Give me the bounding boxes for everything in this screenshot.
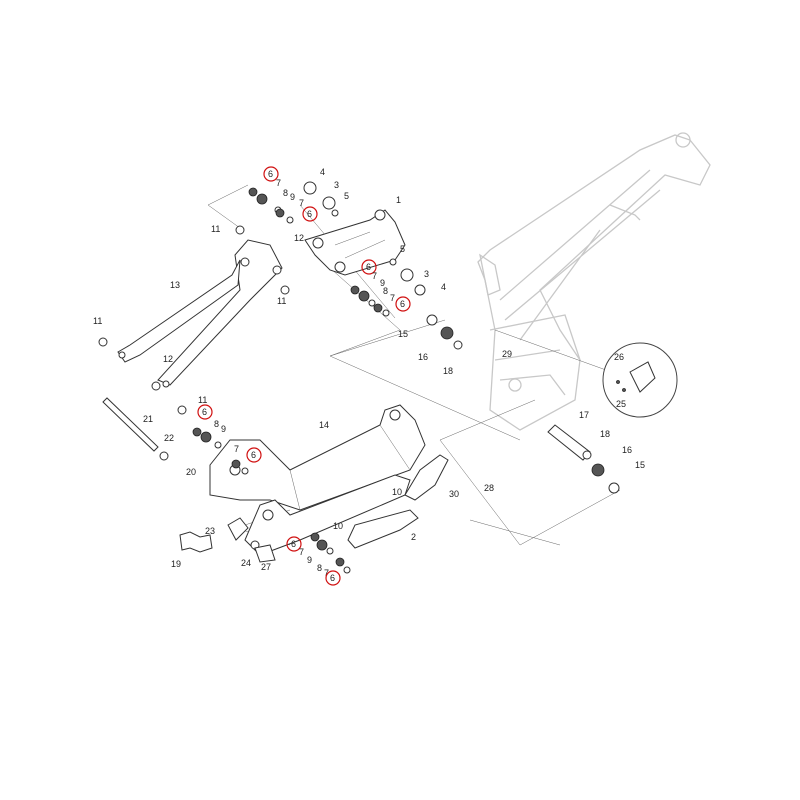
callout-label: 2 [411, 532, 416, 542]
callout-label: 13 [170, 280, 180, 290]
callout-label: 6 [307, 209, 312, 219]
callout-label: 9 [307, 555, 312, 565]
callout-label: 7 [372, 271, 377, 281]
callout-label: 15 [635, 460, 645, 470]
rocker-link [304, 209, 406, 276]
callout-label: 7 [299, 547, 304, 557]
callout-label: 6 [251, 450, 256, 460]
callout-label: 8 [283, 188, 288, 198]
callout-label: 29 [502, 349, 512, 359]
axle-and-brackets [102, 397, 276, 563]
callout-label: 4 [441, 282, 446, 292]
callout-label: 6 [366, 262, 371, 272]
callout-label: 6 [400, 299, 405, 309]
callout-label: 8 [214, 419, 219, 429]
callout-label: 12 [163, 354, 173, 364]
callout-label: 28 [484, 483, 494, 493]
callout-label: 11 [93, 316, 102, 326]
callout-label: 3 [424, 269, 429, 279]
callout-label: 23 [205, 526, 215, 536]
callout-label: 18 [600, 429, 610, 439]
callout-label: 7 [234, 444, 239, 454]
callout-label: 7 [276, 178, 281, 188]
callout-label: 12 [294, 233, 304, 243]
callout-label: 3 [334, 180, 339, 190]
callout-label: 5 [400, 244, 405, 254]
callout-label: 30 [449, 489, 459, 499]
callout-label: 16 [418, 352, 428, 362]
callout-label: 22 [164, 433, 174, 443]
callout-label: 15 [398, 329, 408, 339]
chain-guards [347, 454, 449, 549]
callout-label: 25 [616, 399, 626, 409]
pivot-hardware [98, 181, 620, 574]
swingarm [209, 404, 426, 556]
callout-label: 11 [211, 224, 220, 234]
callout-label: 5 [344, 191, 349, 201]
main-frame [477, 132, 711, 431]
callout-label: 6 [202, 407, 207, 417]
callout-label: 10 [392, 487, 402, 497]
detail-inset [494, 329, 678, 418]
callout-label: 17 [579, 410, 589, 420]
callout-label: 6 [291, 539, 296, 549]
callout-label: 7 [390, 293, 395, 303]
callout-label: 4 [320, 167, 325, 177]
callout-label: 20 [186, 467, 196, 477]
callout-label: 26 [614, 352, 624, 362]
callout-label: 6 [268, 169, 273, 179]
callout-label: 7 [324, 568, 329, 578]
callout-label: 9 [221, 424, 226, 434]
callout-label: 7 [299, 198, 304, 208]
callout-label: 18 [443, 366, 453, 376]
callout-label: 19 [171, 559, 181, 569]
callout-label: 11 [198, 395, 207, 405]
callout-label: 24 [241, 558, 251, 568]
callout-label: 8 [383, 286, 388, 296]
callout-label: 6 [330, 573, 335, 583]
callout-label: 11 [277, 296, 286, 306]
callouts: 6 7 8 9 7 6 4 3 5 1 11 12 5 6 7 3 9 4 8 … [93, 166, 645, 586]
callout-label: 1 [396, 195, 401, 205]
seat-stays [117, 239, 283, 388]
callout-label: 14 [319, 420, 329, 430]
callout-label: 27 [261, 562, 271, 572]
callout-label: 9 [290, 192, 295, 202]
callout-label: 10 [333, 521, 343, 531]
callout-label: 9 [380, 278, 385, 288]
callout-label: 16 [622, 445, 632, 455]
callout-label: 21 [143, 414, 153, 424]
callout-label: 8 [317, 563, 322, 573]
